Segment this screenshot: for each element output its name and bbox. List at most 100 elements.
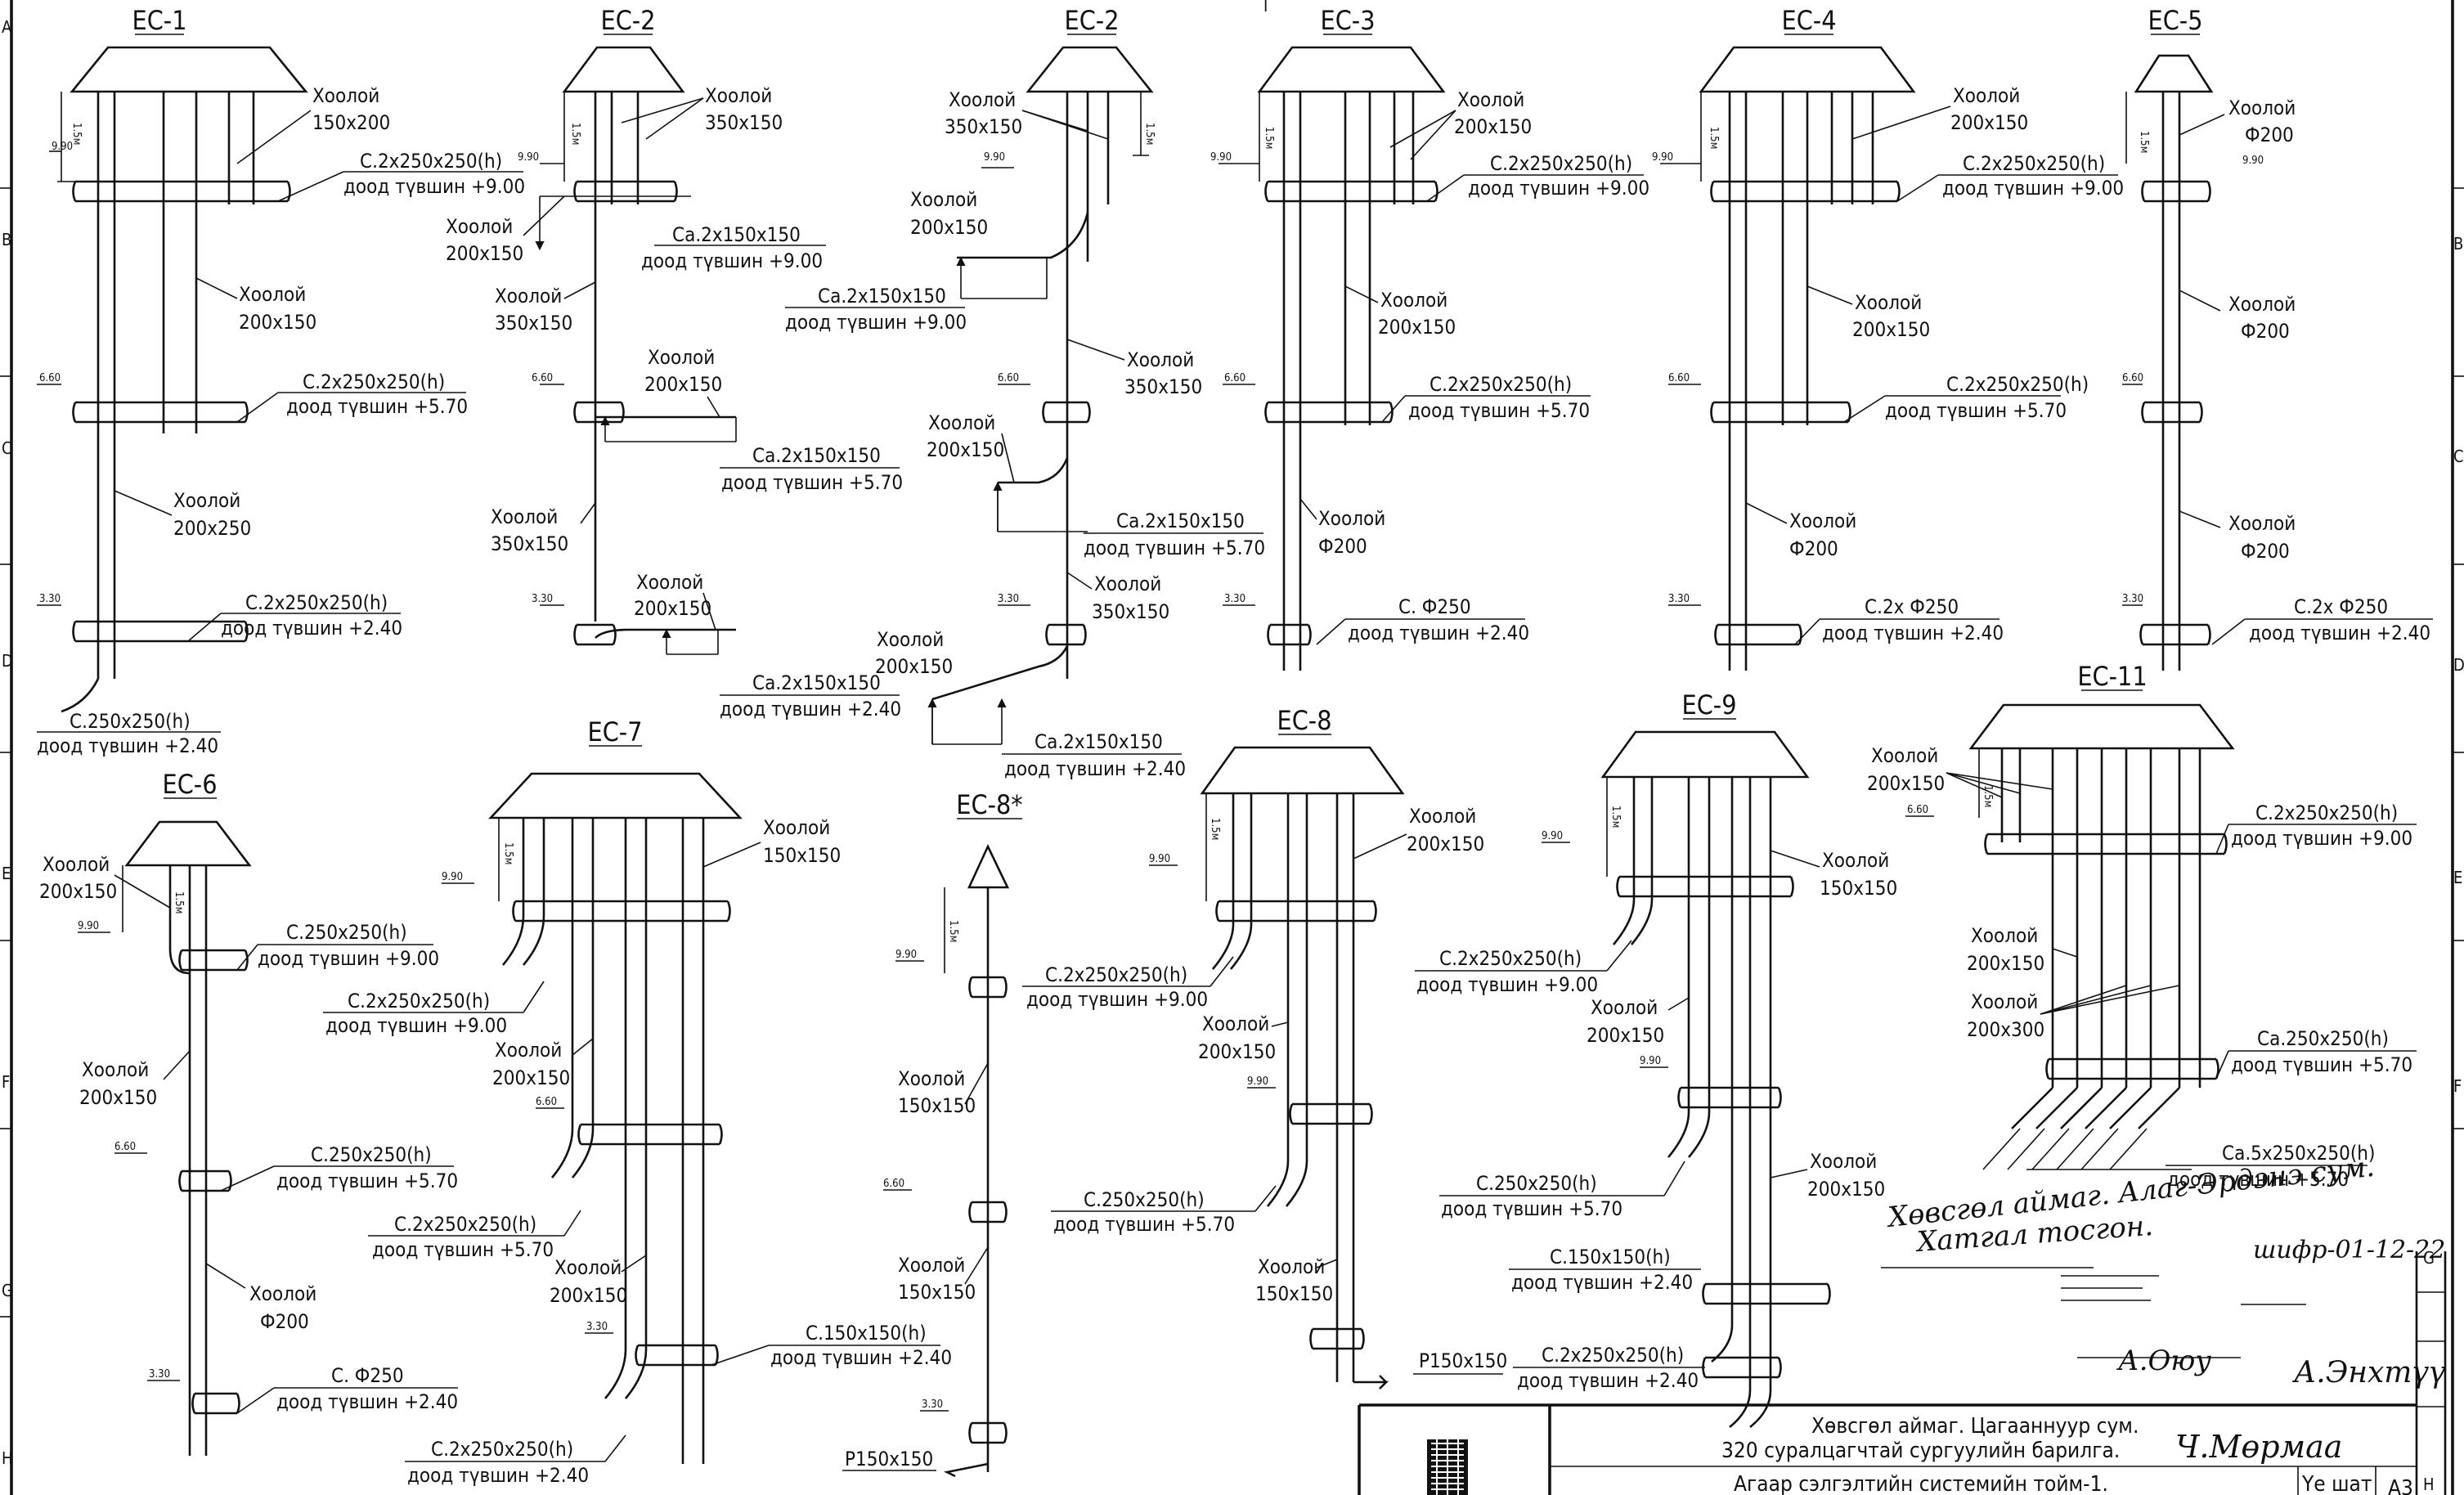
- label: Хоолой: [1971, 990, 2038, 1013]
- label: Ф200: [2241, 320, 2290, 343]
- level-mark: 3.30: [1224, 593, 1245, 605]
- level-mark: 3.30: [1668, 593, 1690, 605]
- label: 350x150: [1124, 375, 1202, 398]
- label: Хоолой: [877, 628, 944, 651]
- label: Хоолой: [1127, 348, 1194, 371]
- label: Хоолой: [1202, 1012, 1269, 1035]
- label: доод түвшин +5.70: [372, 1238, 554, 1261]
- label: C.2x250x250(h): [303, 370, 445, 393]
- label: доод түвшин +9.00: [1468, 177, 1649, 200]
- level-mark: 6.60: [39, 372, 61, 384]
- dimension: 1.5м: [173, 891, 185, 914]
- dimension: 1.5м: [1708, 127, 1720, 149]
- label: доод түвшин +5.70: [276, 1170, 458, 1192]
- label: доод түвшин +9.00: [1026, 988, 1208, 1011]
- level-mark: 6.60: [1224, 372, 1245, 384]
- system-title: EC-2: [1065, 5, 1120, 36]
- zone-label: F: [2453, 1076, 2462, 1096]
- label: доод түвшин +2.40: [1822, 622, 2004, 644]
- level-mark: 9.90: [442, 871, 463, 883]
- label: C.2x Ф250: [1865, 595, 1959, 618]
- label: 200x150: [1198, 1040, 1276, 1063]
- label: 150x150: [898, 1281, 976, 1304]
- label: Хоолой: [1810, 1150, 1877, 1173]
- label: 200x150: [1407, 833, 1484, 855]
- label: C.150x150(h): [1550, 1246, 1671, 1268]
- label: 200x150: [644, 373, 722, 396]
- label: 350x150: [491, 532, 568, 555]
- system-title: EC-6: [163, 769, 218, 800]
- level-mark: 3.30: [2122, 593, 2143, 605]
- system-ec3: EC-3 9.90 6.60 3.30 1.5м Хоолой 200x150: [1210, 5, 1649, 671]
- label: 200x150: [550, 1284, 627, 1307]
- system-ec2-left: EC-2 9.90 6.60: [446, 5, 903, 721]
- label: Хоолой: [898, 1254, 965, 1277]
- label: доод түвшин +5.70: [2167, 1168, 2349, 1191]
- level-mark: 9.90: [1542, 830, 1563, 842]
- zone-label: G: [2, 1281, 13, 1300]
- dimension: 1.5м: [947, 920, 959, 942]
- label: доод түвшин +9.00: [325, 1014, 507, 1037]
- label: доод түвшин +5.70: [2231, 1053, 2412, 1076]
- level-mark: 3.30: [39, 593, 61, 605]
- label: 200x150: [1807, 1178, 1885, 1201]
- label: Хоолой: [2228, 512, 2296, 535]
- label: C. Ф250: [1398, 595, 1471, 618]
- label: 200x150: [1378, 316, 1456, 339]
- system-ec2-right: EC-2 9.90: [785, 5, 1265, 780]
- label: C.2x250x250(h): [1429, 373, 1572, 396]
- label: P150x150: [845, 1448, 933, 1470]
- top-mark: I: [1263, 0, 1268, 16]
- label: Хоолой: [446, 215, 513, 238]
- label: Ca.2x150x150: [1116, 510, 1245, 532]
- label: доод түвшин +2.40: [1517, 1369, 1699, 1392]
- label: C.250x250(h): [286, 921, 407, 944]
- dimension: 1.5м: [1143, 123, 1156, 145]
- label: Ca.5x250x250(h): [2222, 1142, 2375, 1165]
- label: доод түвшин +2.40: [1511, 1271, 1693, 1294]
- zone-label: F: [2, 1072, 10, 1092]
- label: доод түвшин +2.40: [720, 698, 901, 721]
- signature: Ч.Мөрмаа: [2175, 1429, 2342, 1465]
- level-mark: 6.60: [998, 372, 1019, 384]
- label: C.2x250x250(h): [394, 1213, 536, 1236]
- label: Хоолой: [949, 88, 1016, 111]
- label: доод түвшин +9.00: [1942, 177, 2124, 200]
- label: 200x150: [79, 1086, 157, 1109]
- title-block: G H Хөвсгөл аймаг. Цагааннуур сум. 320 с…: [1358, 1248, 2447, 1495]
- label: Хоолой: [1591, 996, 1658, 1019]
- label: 200x150: [927, 438, 1004, 461]
- level-mark: 3.30: [998, 593, 1019, 605]
- label: доод түвшин +5.70: [1084, 536, 1265, 559]
- label: Хоолой: [173, 489, 240, 512]
- label: Хоолой: [1094, 572, 1161, 595]
- label: 200x150: [1950, 111, 2028, 134]
- label: 150x150: [763, 844, 841, 867]
- zone-label: B: [2, 230, 11, 249]
- label: Ф200: [2241, 540, 2290, 563]
- level-mark: 3.30: [149, 1368, 170, 1381]
- label: 200x150: [39, 880, 117, 903]
- zone-label: D: [2453, 655, 2464, 675]
- label: Хоолой: [1971, 924, 2038, 947]
- label: доод түвшин +9.00: [343, 175, 525, 198]
- label: 200x250: [173, 517, 251, 540]
- label: Хоолой: [1855, 291, 1922, 314]
- zone-h: H: [2423, 1475, 2435, 1494]
- zone-label: B: [2453, 234, 2463, 254]
- level-mark: 3.30: [922, 1398, 943, 1411]
- label: 200x150: [1867, 772, 1945, 795]
- label: Хоолой: [239, 283, 306, 306]
- label: C.250x250(h): [1476, 1172, 1597, 1195]
- level-mark: 9.90: [895, 949, 917, 961]
- label: C.250x250(h): [70, 710, 191, 733]
- level-mark: 9.90: [1640, 1055, 1661, 1067]
- label: Хоолой: [1871, 744, 1938, 767]
- label: Ф200: [260, 1310, 309, 1333]
- system-title: EC-11: [2077, 661, 2147, 692]
- label: доод түвшин +2.40: [407, 1464, 589, 1487]
- dimension: 1.5м: [1209, 818, 1221, 840]
- label: Ca.2x150x150: [752, 444, 881, 467]
- level-mark: 9.90: [518, 151, 539, 164]
